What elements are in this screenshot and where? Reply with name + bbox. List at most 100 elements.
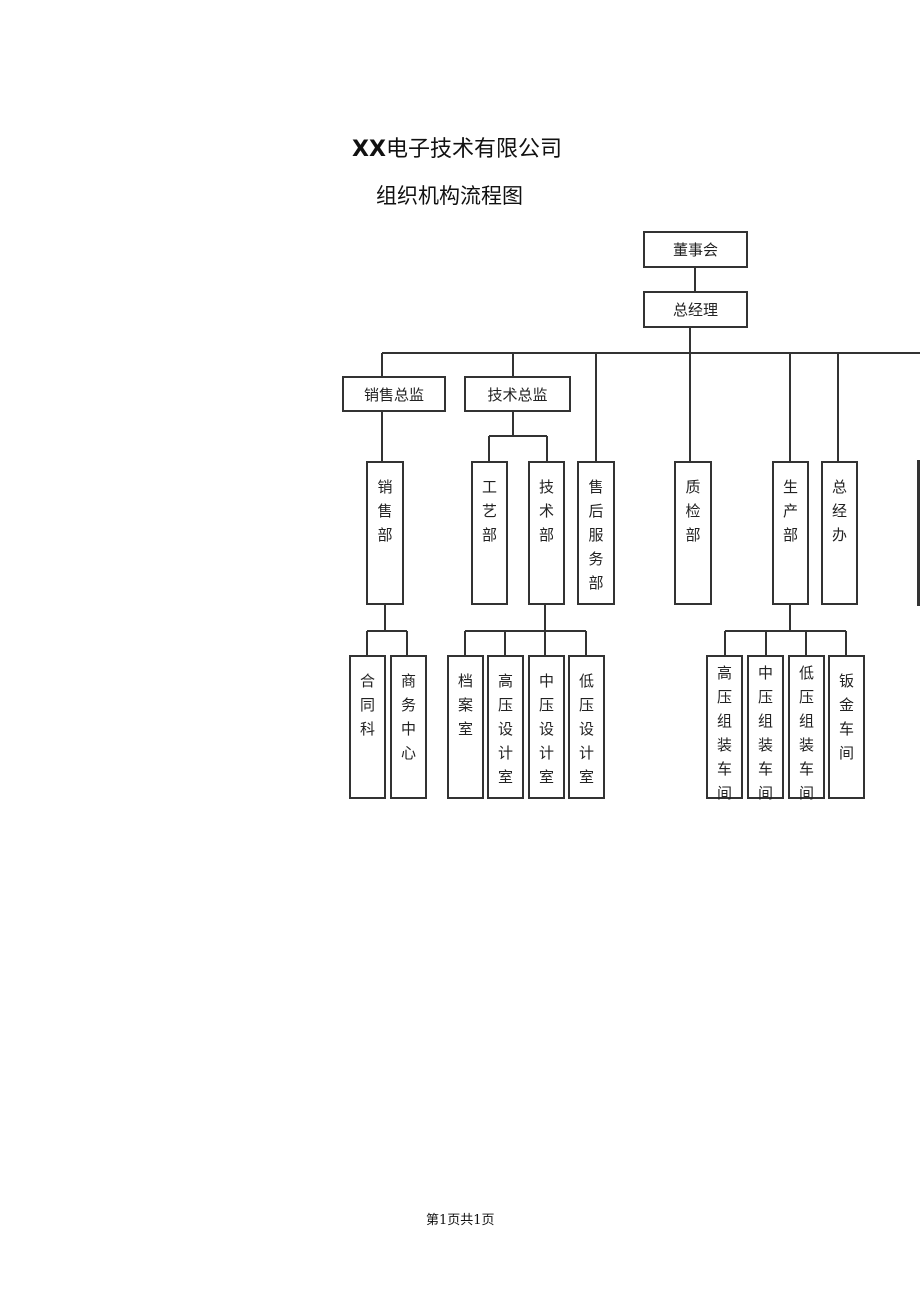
label-char: 高	[716, 664, 732, 682]
general-manager-label: 总经理	[672, 301, 718, 319]
label-char: 案	[457, 696, 473, 714]
label-char: 售	[588, 478, 604, 496]
label-char: 设	[578, 720, 594, 738]
label-char: 设	[538, 720, 554, 738]
label-char: 间	[798, 784, 814, 802]
label-char: 压	[716, 688, 732, 706]
sales-director-label: 销售总监	[363, 385, 424, 404]
label-char: 低	[578, 672, 594, 690]
board-label: 董事会	[672, 241, 718, 259]
label-char: 中	[757, 664, 773, 682]
aftersales-dept-box: 售后服务部售后服务部	[577, 461, 615, 605]
label-char: 钣	[838, 672, 854, 690]
label-char: 车	[798, 760, 814, 778]
mv-assembly-workshop-box: 中压组装车间中压组装车间	[747, 655, 784, 802]
label-char: 间	[716, 784, 732, 802]
label-char: 部	[685, 526, 701, 544]
label-char: 务	[588, 550, 604, 568]
label-char: 术	[538, 502, 554, 520]
craft-dept-box: 工艺部工艺部	[471, 461, 508, 605]
label-char: 中	[538, 672, 554, 690]
label-char: 室	[538, 768, 554, 786]
contract-section-box: 合同科合同科	[349, 655, 386, 799]
label-char: 合	[359, 672, 375, 690]
label-char: 艺	[481, 502, 497, 520]
label-char: 设	[497, 720, 513, 738]
production-dept-box: 生产部生产部	[772, 461, 809, 605]
label-char: 组	[757, 712, 773, 730]
label-char: 装	[716, 736, 732, 754]
label-char: 压	[757, 688, 773, 706]
cutoff-box-edge	[917, 460, 920, 606]
label-char: 档	[457, 672, 473, 690]
label-char: 金	[838, 696, 854, 714]
label-char: 压	[798, 688, 814, 706]
label-char: 部	[481, 526, 497, 544]
label-char: 部	[782, 526, 798, 544]
hv-assembly-workshop-box: 高压组装车间高压组装车间	[706, 655, 743, 802]
board-box: 董事会	[643, 231, 748, 268]
label-char: 室	[457, 720, 473, 738]
sales-dept-box: 销售部销售部	[366, 461, 404, 605]
label-char: 压	[497, 696, 513, 714]
lv-assembly-workshop-box: 低压组装车间低压组装车间	[788, 655, 825, 802]
label-char: 压	[538, 696, 554, 714]
label-char: 压	[578, 696, 594, 714]
label-char: 总	[831, 478, 847, 496]
business-center-box: 商务中心商务中心	[390, 655, 427, 799]
label-char: 高	[497, 672, 513, 690]
label-char: 技	[538, 478, 554, 496]
sheet-metal-workshop-box: 钣金车间钣金车间	[828, 655, 865, 799]
tech-director-box: 技术总监	[464, 376, 571, 412]
label-char: 中	[400, 720, 416, 738]
label-char: 部	[377, 526, 393, 544]
general-manager-box: 总经理	[643, 291, 748, 328]
sales-director-box: 销售总监	[342, 376, 446, 412]
tech-director-label: 技术总监	[487, 385, 548, 404]
page-footer: 第1页共1页	[426, 1213, 495, 1228]
label-char: 装	[798, 736, 814, 754]
label-char: 室	[497, 768, 513, 786]
label-char: 计	[578, 744, 594, 762]
label-char: 间	[757, 784, 773, 802]
tech-dept-box: 技术部技术部	[528, 461, 565, 605]
label-char: 车	[838, 720, 854, 738]
label-char: 部	[588, 574, 604, 592]
mv-design-room-box: 中压设计室中压设计室	[528, 655, 565, 799]
archive-room-box: 档案室档案室	[447, 655, 484, 799]
label-char: 生	[782, 478, 798, 496]
label-char: 检	[685, 502, 701, 520]
label-char: 科	[359, 720, 375, 738]
label-char: 售	[377, 502, 393, 520]
label-char: 装	[757, 736, 773, 754]
label-char: 室	[578, 768, 594, 786]
label-char: 工	[481, 478, 497, 496]
hv-design-room-box: 高压设计室高压设计室	[487, 655, 524, 799]
label-char: 经	[831, 502, 847, 520]
document-title: XX电子技术有限公司	[352, 137, 562, 162]
label-char: 低	[798, 664, 814, 682]
qc-dept-box: 质检部质检部	[674, 461, 712, 605]
label-char: 务	[400, 696, 416, 714]
label-char: 心	[400, 744, 416, 762]
label-char: 同	[359, 696, 375, 714]
label-char: 销	[377, 478, 393, 496]
label-char: 质	[685, 478, 701, 496]
label-char: 组	[716, 712, 732, 730]
label-char: 产	[782, 502, 798, 520]
label-char: 计	[538, 744, 554, 762]
label-char: 后	[588, 502, 604, 520]
label-char: 车	[757, 760, 773, 778]
label-char: 办	[831, 526, 847, 544]
label-char: 部	[538, 526, 554, 544]
lv-design-room-box: 低压设计室低压设计室	[568, 655, 605, 799]
label-char: 组	[798, 712, 814, 730]
label-char: 车	[716, 760, 732, 778]
label-char: 计	[497, 744, 513, 762]
document-subtitle: 组织机构流程图	[376, 184, 523, 208]
label-char: 服	[588, 526, 604, 544]
label-char: 商	[400, 672, 416, 690]
label-char: 间	[838, 744, 854, 762]
gm-office-box: 总经办总经办	[821, 461, 858, 605]
